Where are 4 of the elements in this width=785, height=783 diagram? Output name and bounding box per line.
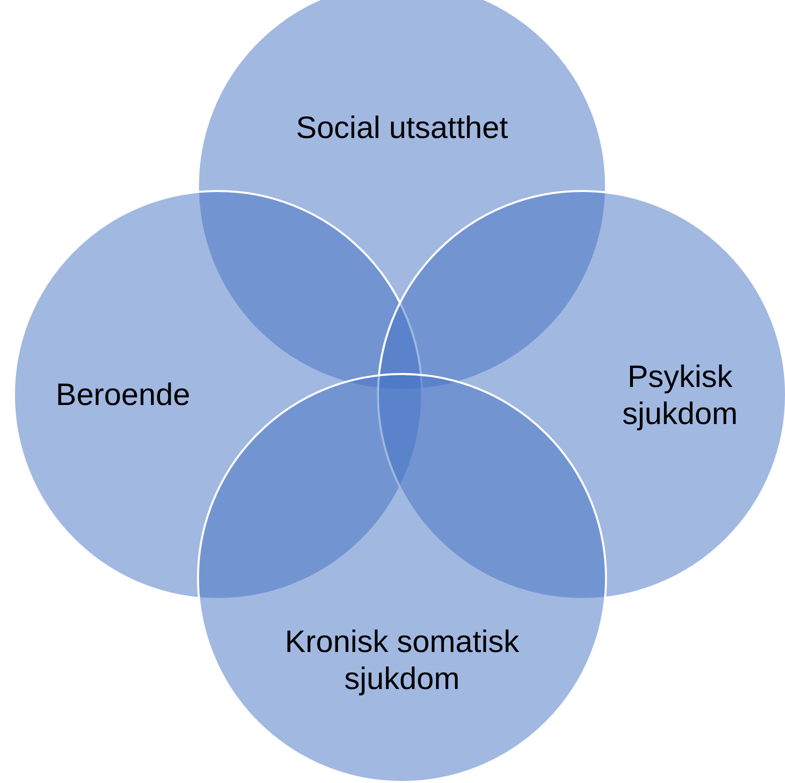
circle-label: Beroende <box>54 376 192 414</box>
circle-label: Psykisk sjukdom <box>621 358 739 432</box>
circle-label: Kronisk somatisk sjukdom <box>284 622 520 698</box>
circle-label: Social utsatthet <box>295 109 509 147</box>
